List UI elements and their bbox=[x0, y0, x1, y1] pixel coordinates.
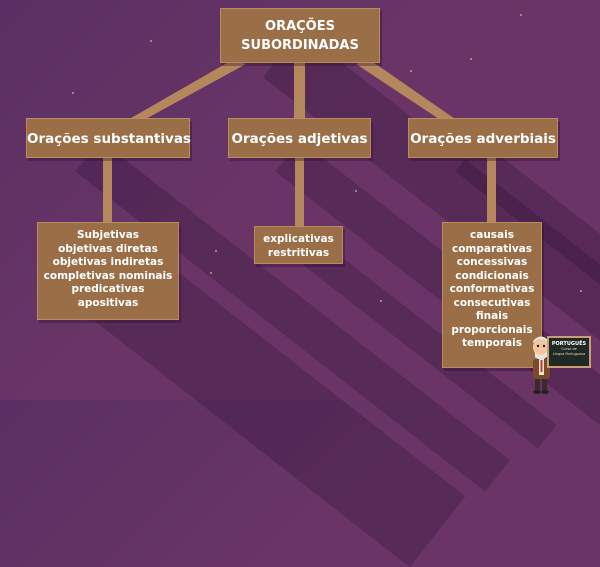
logo-title: PORTUGUÊS bbox=[551, 341, 587, 347]
list-item: objetivas diretas bbox=[58, 242, 158, 255]
star-dot bbox=[520, 14, 522, 16]
connector-adjetivas-to-list bbox=[295, 157, 304, 228]
list-item: Subjetivas bbox=[76, 229, 140, 241]
list-item: finais bbox=[475, 310, 509, 322]
logo-line3: Língua Portuguesa bbox=[552, 352, 586, 356]
portugues-logo: PORTUGUÊS Curso de Língua Portuguesa bbox=[547, 336, 591, 368]
star-dot bbox=[72, 92, 74, 94]
connector-root-to-adverbiais bbox=[356, 60, 458, 121]
list-item: concessivas bbox=[456, 256, 528, 268]
teacher-mascot-icon bbox=[533, 336, 561, 394]
list-item: condicionais bbox=[455, 269, 529, 282]
category-adverbiais: Orações adverbiais bbox=[408, 118, 558, 158]
star-dot bbox=[215, 250, 217, 252]
list-item: completivas nominais bbox=[43, 269, 173, 282]
star-dot bbox=[410, 70, 412, 72]
root-node: ORAÇÕES SUBORDINADAS bbox=[220, 8, 380, 63]
list-item: temporais bbox=[462, 337, 522, 349]
connector-root-to-adjetivas bbox=[294, 60, 305, 120]
connector-lines bbox=[103, 60, 496, 228]
category-adjetivas: Orações adjetivas bbox=[228, 118, 371, 158]
list-adjetivas: explicativas restritivas bbox=[254, 226, 343, 264]
list-item: conformativas bbox=[449, 283, 535, 295]
list-substantivas: Subjetivas objetivas diretas objetivas i… bbox=[37, 222, 179, 320]
list-item: proporcionais bbox=[451, 323, 533, 336]
connector-substantivas-to-list bbox=[103, 157, 112, 224]
category-substantivas: Orações substantivas bbox=[26, 118, 191, 158]
list-item: objetivas indiretas bbox=[52, 256, 164, 268]
star-dot bbox=[150, 40, 152, 42]
list-item: restritivas bbox=[267, 246, 330, 259]
list-adverbiais: causais comparativas concessivas condici… bbox=[442, 222, 542, 368]
star-dot bbox=[355, 190, 357, 192]
connector-adverbiais-to-list bbox=[487, 157, 496, 224]
root-title-line2: SUBORDINADAS bbox=[241, 38, 359, 53]
root-title-line1: ORAÇÕES bbox=[265, 19, 335, 34]
star-dot bbox=[210, 272, 212, 274]
list-item: predicativas bbox=[71, 283, 145, 295]
star-dot bbox=[380, 300, 382, 302]
logo-line2: Curso de bbox=[561, 347, 577, 351]
list-item: comparativas bbox=[451, 242, 533, 255]
list-item: consecutivas bbox=[453, 296, 531, 309]
list-item: causais bbox=[470, 229, 514, 241]
connector-root-to-substantivas bbox=[126, 60, 246, 121]
star-dot bbox=[580, 290, 582, 292]
star-dot bbox=[470, 58, 472, 60]
list-item: explicativas bbox=[263, 233, 334, 245]
list-item: apositivas bbox=[77, 296, 139, 309]
